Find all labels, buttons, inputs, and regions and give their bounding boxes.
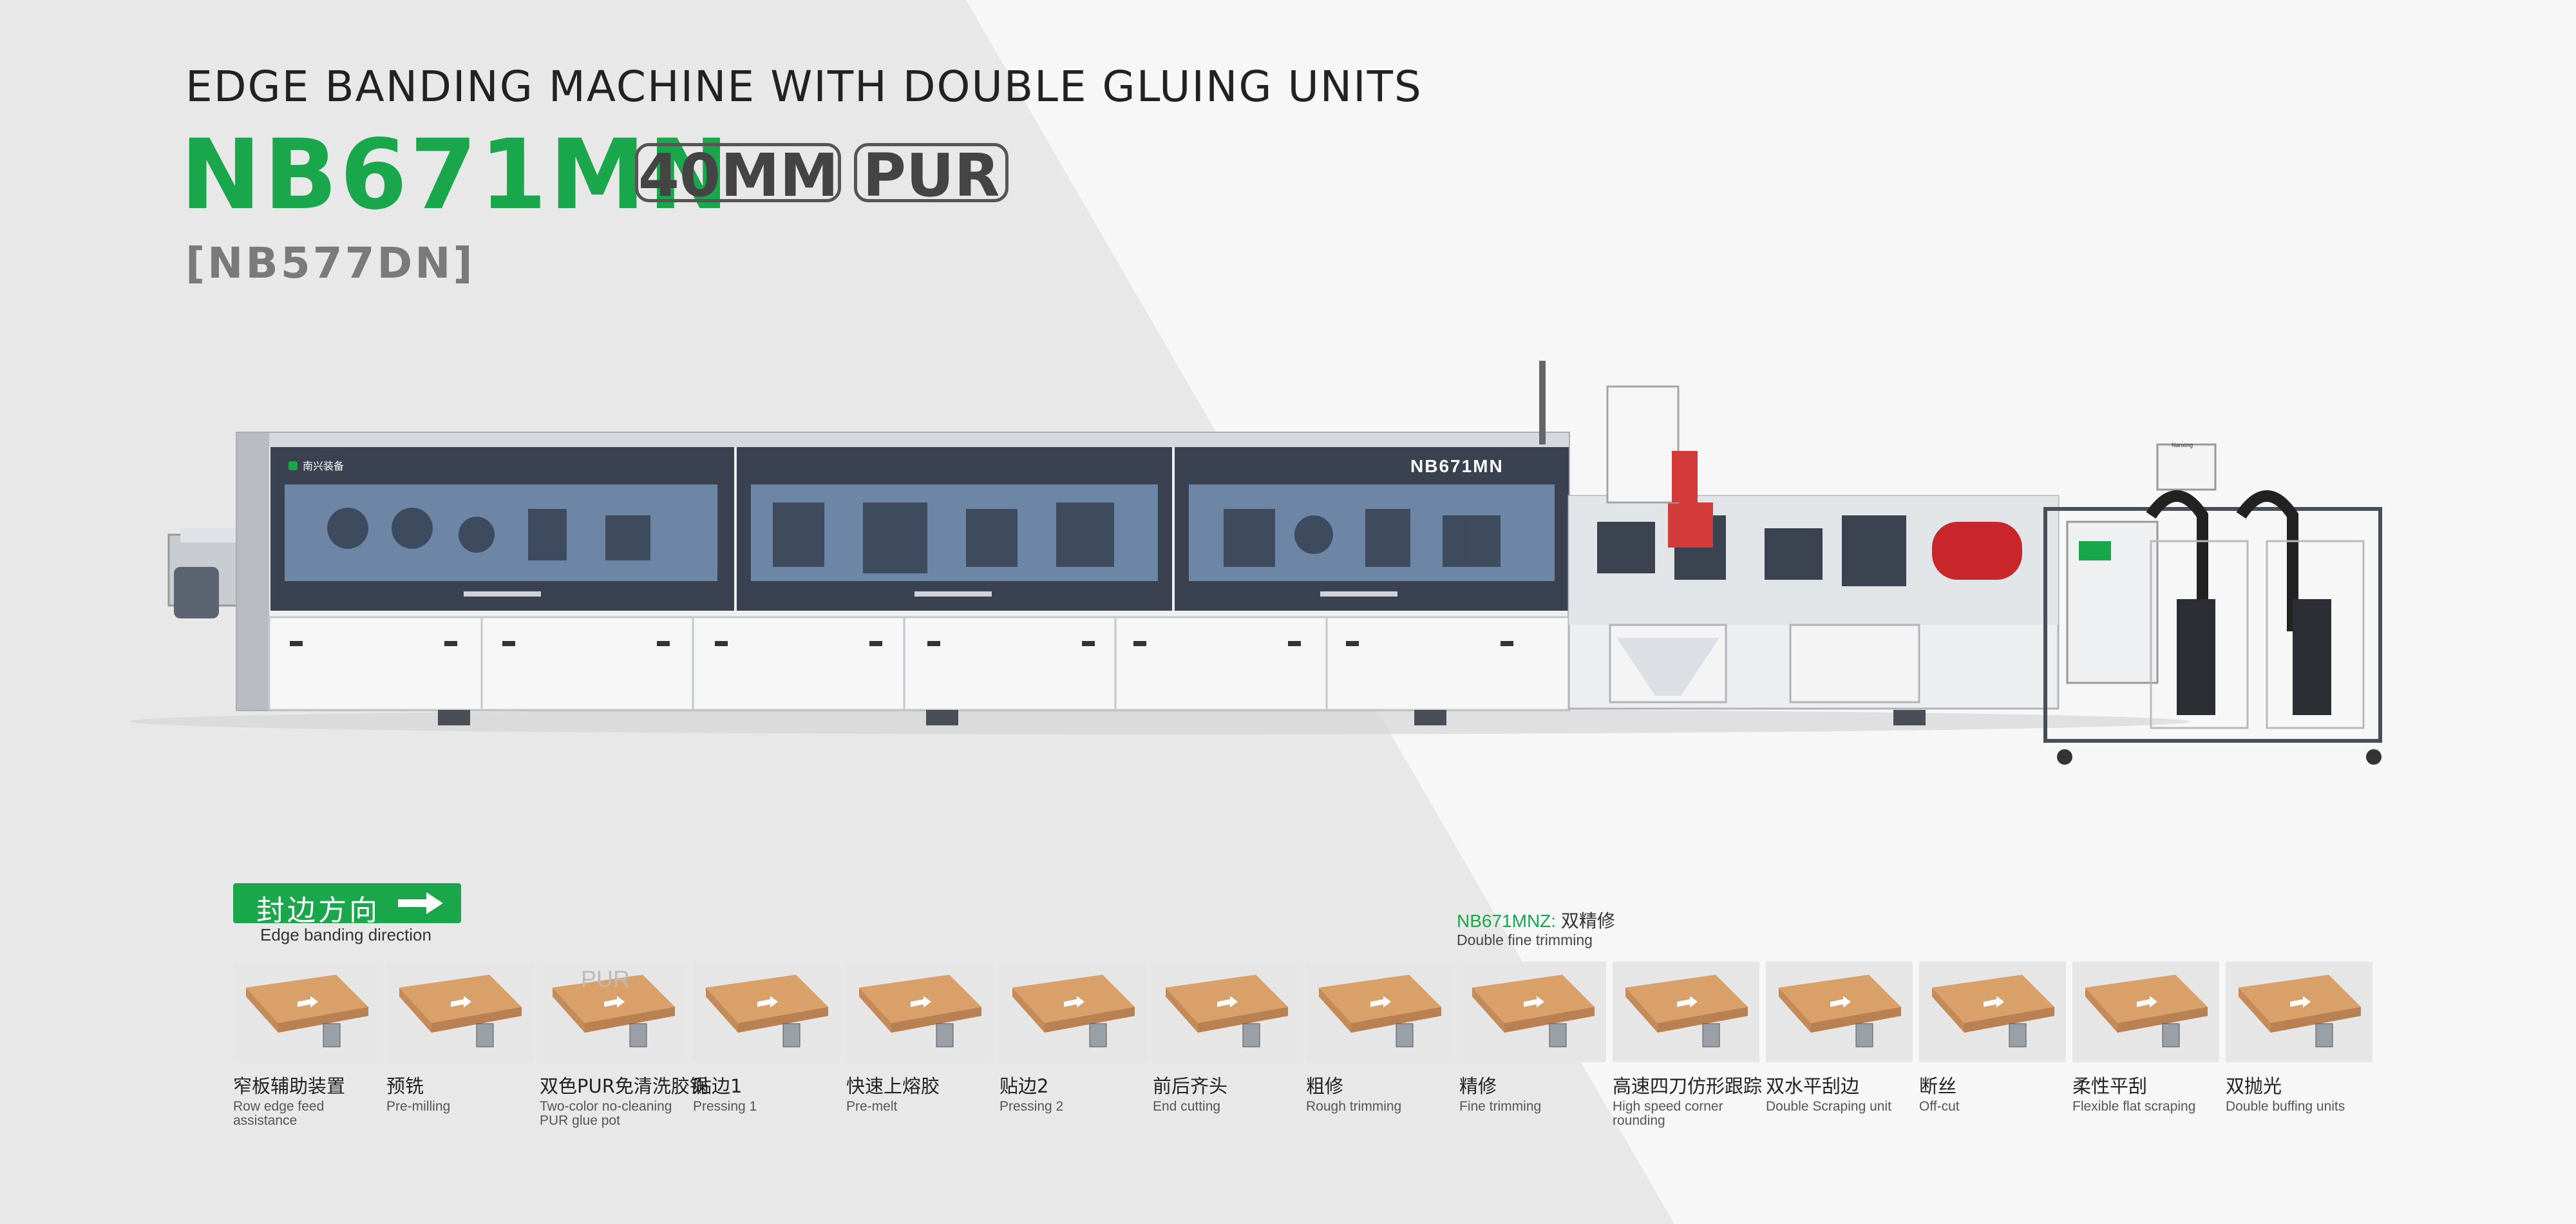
step-icon-text: PUR [581,966,630,992]
scraping-icon [1766,962,1913,1062]
svg-text:Nanxing: Nanxing [2172,442,2193,448]
step-label-en: Double Scraping unit [1766,1099,1891,1114]
step-label-cn: 断丝 [1919,1075,1957,1097]
process-step: 预铣 Pre-milling [386,962,533,1114]
step-label-cn: 贴边1 [693,1075,743,1097]
off-cut-icon [1919,962,2066,1062]
process-step: 快速上熔胶 Pre-melt [846,962,993,1114]
page-subtitle: EDGE BANDING MACHINE WITH DOUBLE GLUING … [185,62,1423,111]
step-label-cn: 预铣 [386,1075,424,1097]
arrow-right-icon [398,892,443,914]
rough-trimming-icon [1306,962,1453,1062]
svg-text:南兴装备: 南兴装备 [303,461,344,472]
process-step: 双抛光 Double buffing units [2226,962,2372,1114]
end-cutting-icon [1153,962,1300,1062]
step-label-cn: 粗修 [1306,1075,1344,1097]
step-label-en: Two-color no-cleaning PUR glue pot [540,1099,672,1128]
step-label-en: Rough trimming [1306,1099,1402,1114]
pressing-icon [999,962,1146,1062]
process-step: 精修 Fine trimming [1459,962,1606,1114]
step-label-en: Flexible flat scraping [2072,1099,2196,1114]
step-label-en: Pre-melt [846,1099,898,1114]
step-label-en: Pre-milling [386,1099,451,1114]
direction-label-en: Edge banding direction [260,925,431,944]
corner-rounding-icon [1613,962,1759,1062]
variant-cn: 双精修 [1560,911,1615,931]
step-label-cn: 窄板辅助装置 [233,1075,346,1097]
step-label-en: High speed corner rounding [1613,1099,1723,1128]
pre-melt-icon [846,962,993,1062]
variant-model: NB671MNZ: [1457,911,1557,931]
variant-title: NB671MNZ: 双精修 [1457,907,1615,933]
flat-scraping-icon [2072,962,2219,1062]
step-label-en: Double buffing units [2226,1099,2345,1114]
svg-text:NB671MN: NB671MN [1410,456,1504,476]
fine-trimming-icon [1459,962,1606,1062]
step-label-cn: 双色PUR免清洗胶锅 [540,1075,708,1097]
step-label-en: Pressing 1 [693,1099,757,1114]
step-label-cn: 快速上熔胶 [846,1075,940,1097]
variant-en: Double fine trimming [1457,932,1593,948]
direction-badge: 封边方向 [233,883,461,927]
process-step: 柔性平刮 Flexible flat scraping [2072,962,2219,1114]
direction-label: 封边方向 [256,894,380,927]
process-step: 双水平刮边 Double Scraping unit [1766,962,1913,1114]
step-label-cn: 柔性平刮 [2072,1075,2148,1097]
narrow-board-assist-icon [233,962,380,1062]
step-label-cn: 前后齐头 [1153,1075,1228,1097]
machine-illustration: 南兴装备 NB671MN Nanxing [129,361,2382,765]
step-label-en: End cutting [1153,1099,1221,1114]
step-label-cn: 贴边2 [999,1075,1049,1097]
buffing-icon [2226,962,2372,1062]
process-step: 前后齐头 End cutting [1153,962,1300,1114]
pre-milling-icon [386,962,533,1062]
glue-pot-icon: PUR [540,962,687,1062]
spec-badge-thickness: 40MM [635,143,841,206]
step-label-cn: 双抛光 [2226,1075,2282,1097]
alternate-model: [NB577DN] [185,238,475,288]
step-label-cn: 高速四刀仿形跟踪 [1613,1075,1763,1097]
step-label-en: Fine trimming [1459,1099,1542,1114]
process-step: 粗修 Rough trimming [1306,962,1453,1114]
step-label-en: Pressing 2 [999,1099,1064,1114]
process-step: 断丝 Off-cut [1919,962,2066,1114]
pressing-icon [693,962,840,1062]
spec-badge-glue: PUR [854,143,1009,206]
step-label-cn: 精修 [1459,1075,1497,1097]
step-label-en: Row edge feed assistance [233,1099,325,1128]
step-label-en: Off-cut [1919,1099,1960,1114]
step-label-cn: 双水平刮边 [1766,1075,1860,1097]
